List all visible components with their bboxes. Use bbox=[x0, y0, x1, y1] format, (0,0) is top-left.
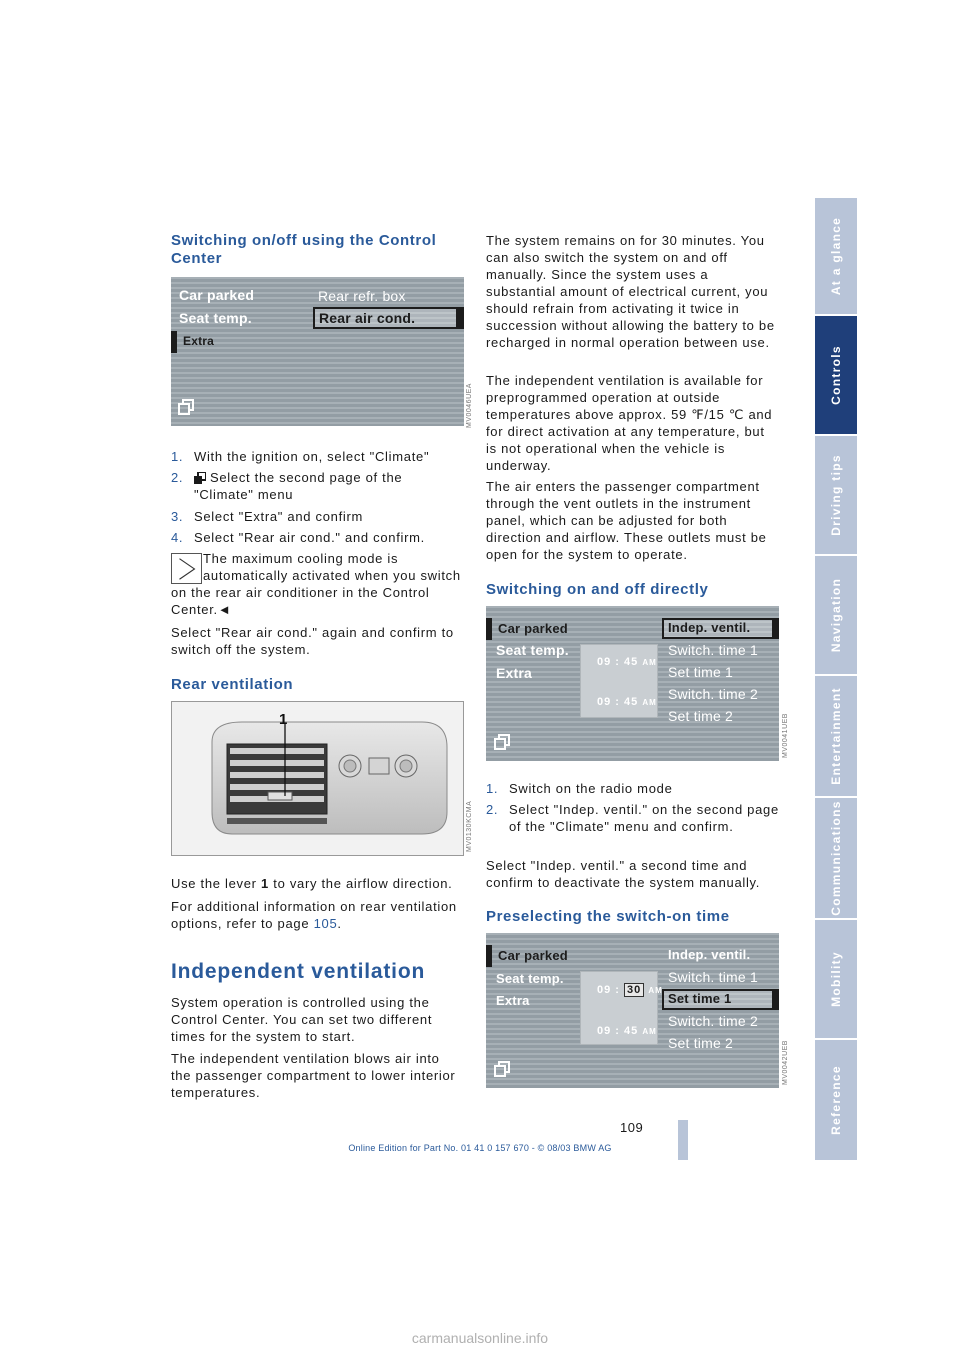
page-switch-icon bbox=[494, 1061, 510, 1077]
menu-item-extra: Extra bbox=[496, 993, 530, 1008]
clock-time-1: 09 : 45 AM bbox=[597, 656, 657, 668]
chapter-heading-independent-ventilation: Independent ventilation bbox=[171, 960, 426, 983]
option-switch-time-2: Switch. time 2 bbox=[668, 686, 758, 702]
page-number: 109 bbox=[620, 1120, 644, 1135]
footer-edition: Online Edition for Part No. 01 41 0 157 … bbox=[348, 1143, 612, 1153]
minute-field[interactable]: 30 bbox=[624, 983, 645, 997]
paragraph-availability: The independent ventilation is available… bbox=[486, 373, 773, 473]
paragraph-switch-off: Select "Rear air cond." again and confir… bbox=[171, 625, 454, 657]
option-switch-time-1: Switch. time 1 bbox=[668, 642, 758, 658]
menu-item-seat-temp: Seat temp. bbox=[496, 971, 564, 986]
nav-tab-reference[interactable]: Reference bbox=[815, 1040, 857, 1160]
option-rear-refr-box: Rear refr. box bbox=[318, 288, 406, 304]
nav-tab-controls[interactable]: Controls bbox=[815, 316, 857, 434]
page-marker-bar bbox=[678, 1120, 688, 1160]
note-text: The maximum cooling mode is automaticall… bbox=[171, 551, 461, 617]
figure-code: MV0046UEA bbox=[466, 383, 473, 428]
menu-item-seat-temp: Seat temp. bbox=[179, 310, 252, 326]
option-switch-time-2: Switch. time 2 bbox=[668, 1013, 758, 1029]
paragraph-air-enters: The air enters the passenger compartment… bbox=[486, 479, 767, 562]
figure-code: MV0042UEB bbox=[782, 1040, 789, 1085]
selection-marker bbox=[171, 331, 177, 353]
paragraph-system-remains: The system remains on for 30 minutes. Yo… bbox=[486, 233, 775, 350]
page-switch-icon bbox=[178, 399, 194, 415]
option-set-time-1: Set time 1 bbox=[668, 664, 734, 680]
paragraph-lever: Use the lever 1 to vary the airflow dire… bbox=[171, 876, 453, 891]
note-icon bbox=[171, 553, 202, 584]
clock-panel bbox=[580, 971, 658, 1045]
page-switch-icon bbox=[494, 734, 510, 750]
menu-item-car-parked: Car parked bbox=[179, 287, 255, 303]
rear-vent-figure: 1 bbox=[171, 701, 464, 856]
figure-code: MV0130KCMA bbox=[466, 800, 473, 852]
paragraph-second-time: Select "Indep. ventil." a second time an… bbox=[486, 858, 761, 890]
option-set-time-1: Set time 1 bbox=[668, 991, 732, 1006]
rear-vent-illustration: 1 bbox=[172, 702, 463, 855]
nav-tab-mobility[interactable]: Mobility bbox=[815, 920, 857, 1038]
menu-item-car-parked: Car parked bbox=[498, 948, 568, 963]
page-menu-icon bbox=[194, 472, 206, 484]
menu-item-extra: Extra bbox=[183, 334, 215, 348]
clock-time-1-editing: 09 : 30 AM bbox=[597, 983, 663, 997]
page-link-105[interactable]: 105 bbox=[313, 916, 338, 931]
preselect-time-screen-figure: Car parked Seat temp. Extra 09 : 30 AM 0… bbox=[486, 933, 779, 1088]
option-rear-air-cond: Rear air cond. bbox=[319, 310, 416, 326]
step-3: 3. Select "Extra" and confirm bbox=[171, 509, 364, 524]
menu-item-car-parked: Car parked bbox=[498, 621, 568, 636]
option-indep-ventil: Indep. ventil. bbox=[668, 620, 751, 635]
step-1: 1. With the ignition on, select "Climate… bbox=[171, 449, 430, 464]
option-switch-time-1: Switch. time 1 bbox=[668, 969, 758, 985]
paragraph-more-info: For additional information on rear venti… bbox=[171, 899, 457, 931]
option-set-time-2: Set time 2 bbox=[668, 708, 734, 724]
nav-tab-at-a-glance[interactable]: At a glance bbox=[815, 198, 857, 314]
section-heading-preselecting: Preselecting the switch-on time bbox=[486, 908, 730, 925]
watermark: carmanualsonline.info bbox=[411, 1330, 549, 1346]
clock-time-2: 09 : 45 AM bbox=[597, 696, 657, 708]
nav-tab-communications[interactable]: Communications bbox=[815, 798, 857, 918]
step-2: 2. Select the second page of the "Climat… bbox=[171, 470, 403, 502]
menu-item-seat-temp: Seat temp. bbox=[496, 642, 569, 658]
figure-code: MV0041UEB bbox=[782, 713, 789, 758]
menu-item-extra: Extra bbox=[496, 665, 533, 681]
paragraph-system-operation: System operation is controlled using the… bbox=[171, 995, 433, 1044]
nav-tab-entertainment[interactable]: Entertainment bbox=[815, 676, 857, 796]
step-4: 4. Select "Rear air cond." and confirm. bbox=[171, 530, 425, 545]
step-2-direct: 2. Select "Indep. ventil." on the second… bbox=[486, 802, 779, 834]
paragraph-blows-air: The independent ventilation blows air in… bbox=[171, 1051, 456, 1100]
step-1-direct: 1. Switch on the radio mode bbox=[486, 781, 673, 796]
nav-tab-navigation[interactable]: Navigation bbox=[815, 556, 857, 674]
section-heading-rear-ventilation: Rear ventilation bbox=[171, 676, 294, 693]
option-set-time-2: Set time 2 bbox=[668, 1035, 734, 1051]
section-heading-switch-control-center: Switching on/off using the Control Cente… bbox=[171, 232, 437, 267]
control-center-screen-figure: Car parked Seat temp. Extra Rear refr. b… bbox=[171, 277, 464, 426]
indep-ventil-screen-figure: Car parked Seat temp. Extra 09 : 45 AM 0… bbox=[486, 606, 779, 761]
lever-label: 1 bbox=[279, 711, 287, 728]
option-indep-ventil: Indep. ventil. bbox=[668, 947, 751, 962]
clock-panel bbox=[580, 644, 658, 718]
section-heading-switching-directly: Switching on and off directly bbox=[486, 581, 709, 598]
clock-time-2: 09 : 45 AM bbox=[597, 1025, 657, 1037]
nav-tab-driving-tips[interactable]: Driving tips bbox=[815, 436, 857, 554]
